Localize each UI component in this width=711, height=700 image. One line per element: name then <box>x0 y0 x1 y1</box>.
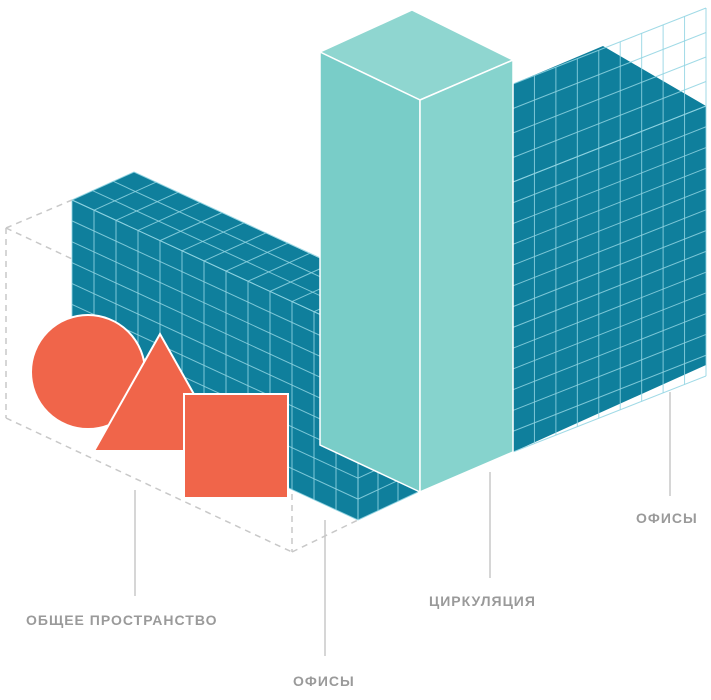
grid-line <box>203 232 267 262</box>
circulation-label: ЦИРКУЛЯЦИЯ <box>429 593 536 609</box>
circulation-tower <box>318 9 515 494</box>
grid-line <box>512 375 707 453</box>
grid-line <box>512 354 707 432</box>
grid-line <box>512 333 707 411</box>
grid-line <box>512 81 707 158</box>
grid-line <box>71 220 359 354</box>
grid-line <box>512 271 707 349</box>
grid-line <box>512 56 707 134</box>
grid-line <box>512 126 707 204</box>
common-space-shapes <box>30 314 289 499</box>
offices-back-label: ОФИСЫ <box>636 510 698 526</box>
grid-line <box>512 188 707 266</box>
grid-line <box>512 147 707 225</box>
grid-line <box>93 181 157 211</box>
common-space-label: ОБЩЕЕ ПРОСТРАНСТВО <box>26 612 218 628</box>
grid-line <box>247 252 311 282</box>
grid-line <box>512 313 707 391</box>
grid-line <box>115 191 179 221</box>
grid-line <box>71 241 359 375</box>
grid-line <box>71 283 359 417</box>
grid-line <box>71 171 135 201</box>
grid-line <box>512 209 707 287</box>
offices-front-label: ОФИСЫ <box>293 673 355 689</box>
grid-line <box>512 32 707 109</box>
leader-lines <box>134 392 671 656</box>
square-shape-icon <box>183 393 289 499</box>
grid-line <box>159 212 223 242</box>
back-offices-block <box>512 7 707 453</box>
circulation-left-face <box>319 50 421 494</box>
back-offices-top <box>513 46 706 182</box>
grid-line <box>512 7 707 85</box>
grid-line <box>137 202 201 231</box>
grid-line <box>71 199 359 333</box>
grid-line <box>225 242 289 272</box>
grid-line <box>181 222 245 252</box>
grid-line <box>512 230 707 308</box>
circulation-front-face <box>419 58 514 494</box>
grid-line <box>512 250 707 328</box>
grid-line <box>71 262 359 396</box>
back-offices-front-face <box>513 106 706 452</box>
grid-line <box>357 491 419 521</box>
grid-line <box>512 167 707 245</box>
grid-line <box>512 105 707 183</box>
grid-line <box>512 292 707 370</box>
